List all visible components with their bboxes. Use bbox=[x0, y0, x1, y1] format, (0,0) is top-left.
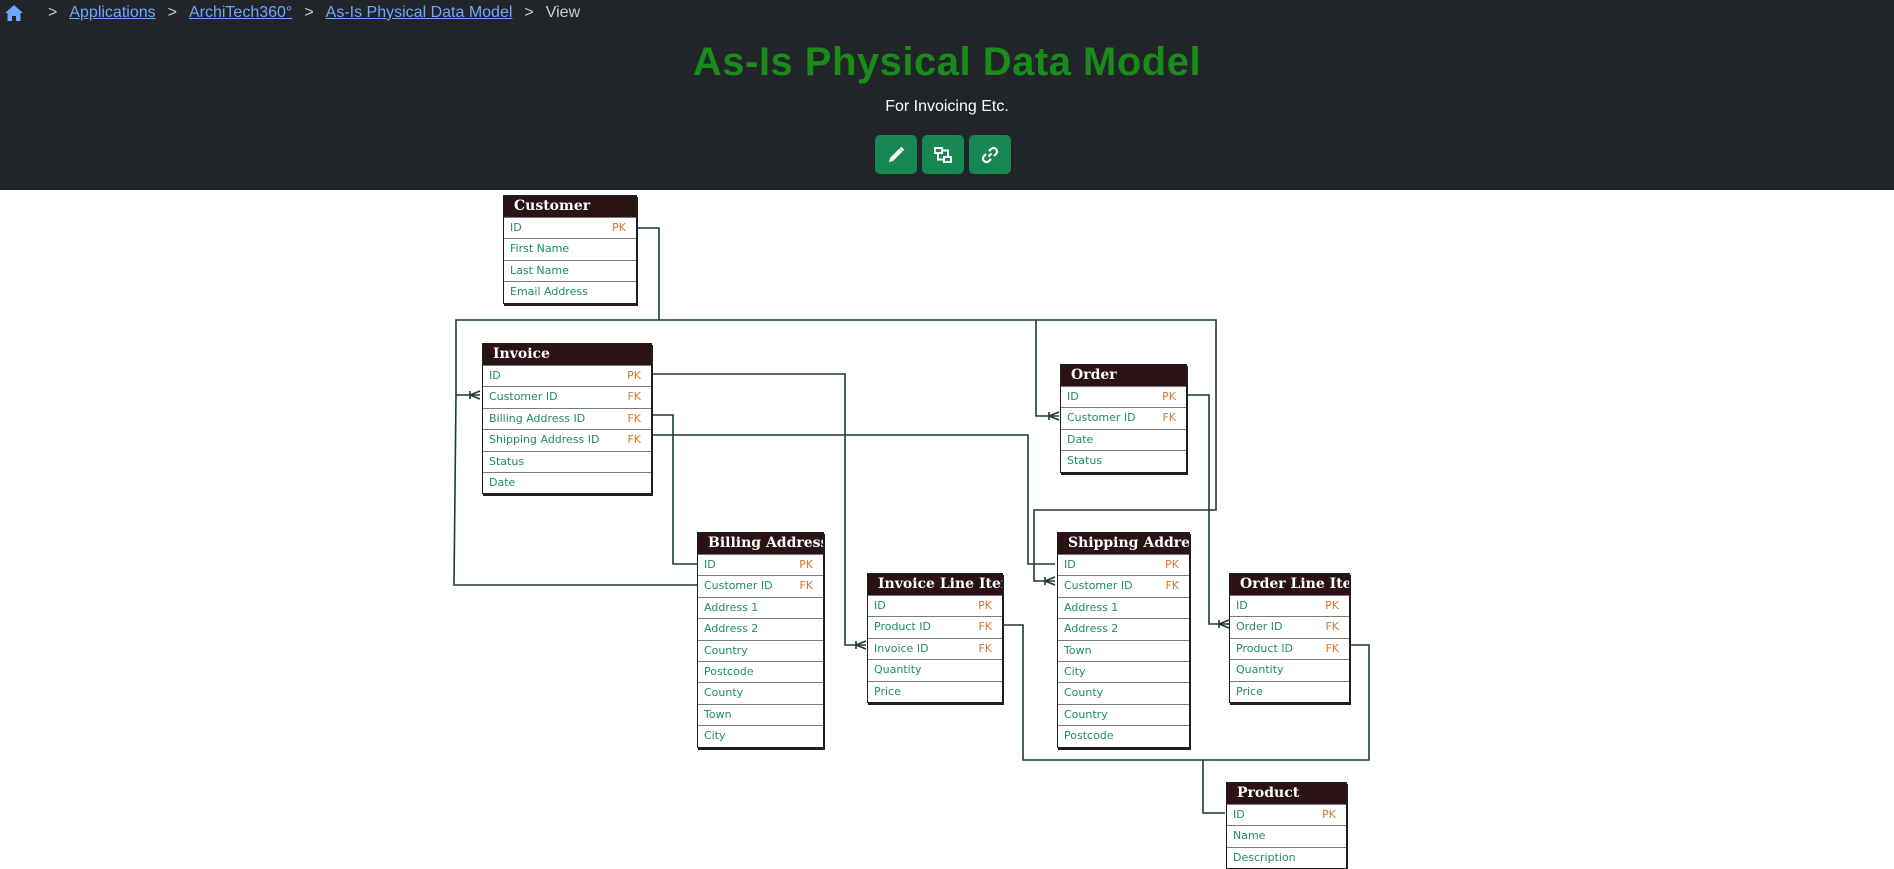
breadcrumb-separator: > bbox=[167, 4, 177, 21]
toolbar bbox=[875, 135, 1011, 174]
entity-title: Invoice Line Item bbox=[868, 574, 1002, 595]
entity-field: Status bbox=[1061, 450, 1186, 471]
entity-field: Address 2 bbox=[1058, 618, 1189, 639]
entity-field: Quantity bbox=[868, 659, 1002, 680]
entity-field: First Name bbox=[504, 238, 636, 259]
entity-field: County bbox=[1058, 682, 1189, 703]
crowfoot-invoice bbox=[467, 390, 481, 400]
pencil-icon bbox=[889, 146, 905, 162]
link-product-connector bbox=[1202, 760, 1225, 814]
entity-title: Order bbox=[1061, 365, 1186, 386]
link-customer-order bbox=[1035, 320, 1059, 417]
entity-field: Postcode bbox=[1058, 725, 1189, 746]
entity-field: Price bbox=[1230, 680, 1349, 702]
entity-field: Status bbox=[483, 450, 651, 472]
breadcrumb-current: View bbox=[545, 4, 581, 21]
home-icon[interactable] bbox=[4, 3, 24, 23]
entity-field: Address 2 bbox=[698, 618, 823, 639]
entity-field: Date bbox=[1061, 428, 1186, 450]
entity-title: Customer bbox=[504, 196, 636, 217]
link-customer-shipping bbox=[635, 227, 1217, 582]
link-button[interactable] bbox=[969, 135, 1011, 174]
breadcrumb-separator: > bbox=[304, 4, 314, 21]
entity-field: Price bbox=[868, 680, 1002, 702]
entity-field: Country bbox=[698, 639, 823, 661]
crowfoot-shipping bbox=[1042, 576, 1056, 586]
entity-field: Country bbox=[1058, 703, 1189, 725]
entity-field: Name bbox=[1227, 825, 1346, 846]
breadcrumb-separator: > bbox=[48, 4, 58, 21]
page-subtitle: For Invoicing Etc. bbox=[885, 98, 1009, 115]
entity-field: Postcode bbox=[698, 660, 823, 682]
layout-button[interactable] bbox=[922, 135, 964, 174]
link-customer-billing bbox=[453, 394, 697, 586]
edit-button[interactable] bbox=[875, 135, 917, 174]
entity-field: County bbox=[698, 682, 823, 703]
entity-field: Description bbox=[1227, 846, 1346, 868]
app-header: > Applications > ArchiTech360° > As-Is P… bbox=[0, 0, 1894, 190]
entity-field: Town bbox=[698, 703, 823, 725]
link-invoice-billing bbox=[650, 414, 697, 565]
entity-field: City bbox=[1058, 660, 1189, 682]
entity-title: Order Line Item bbox=[1230, 574, 1349, 595]
entity-title: Shipping Address bbox=[1058, 533, 1189, 554]
entity-field: Town bbox=[1058, 639, 1189, 661]
crowfoot-lineitem bbox=[853, 640, 867, 650]
entity-field: Email Address bbox=[504, 281, 636, 302]
breadcrumb-model-link[interactable]: As-Is Physical Data Model bbox=[325, 4, 513, 21]
relationship-lines bbox=[453, 227, 1370, 814]
entity-field: Address 1 bbox=[698, 596, 823, 618]
entity-field: City bbox=[698, 725, 823, 746]
diagram-icon bbox=[934, 146, 952, 163]
breadcrumb-applications-link[interactable]: Applications bbox=[69, 4, 156, 21]
link-icon bbox=[981, 146, 999, 163]
link-lineitem-product bbox=[1002, 624, 1370, 761]
entity-title: Billing Address bbox=[698, 533, 823, 554]
link-invoice-shipping bbox=[650, 434, 1055, 565]
crowfoot-orderline bbox=[1216, 619, 1230, 629]
entity-field: Address 1 bbox=[1058, 596, 1189, 618]
crowfoot-order bbox=[1046, 411, 1060, 421]
page-title: As-Is Physical Data Model bbox=[692, 40, 1202, 84]
breadcrumb-architech-link[interactable]: ArchiTech360° bbox=[188, 4, 293, 21]
breadcrumb-separator: > bbox=[524, 4, 534, 21]
entity-field: Date bbox=[483, 471, 651, 493]
entity-title: Invoice bbox=[483, 344, 651, 365]
entity-title: Product bbox=[1227, 783, 1346, 804]
breadcrumb: > Applications > ArchiTech360° > As-Is P… bbox=[4, 2, 580, 24]
entity-field: Quantity bbox=[1230, 659, 1349, 680]
entity-field: Last Name bbox=[504, 259, 636, 281]
